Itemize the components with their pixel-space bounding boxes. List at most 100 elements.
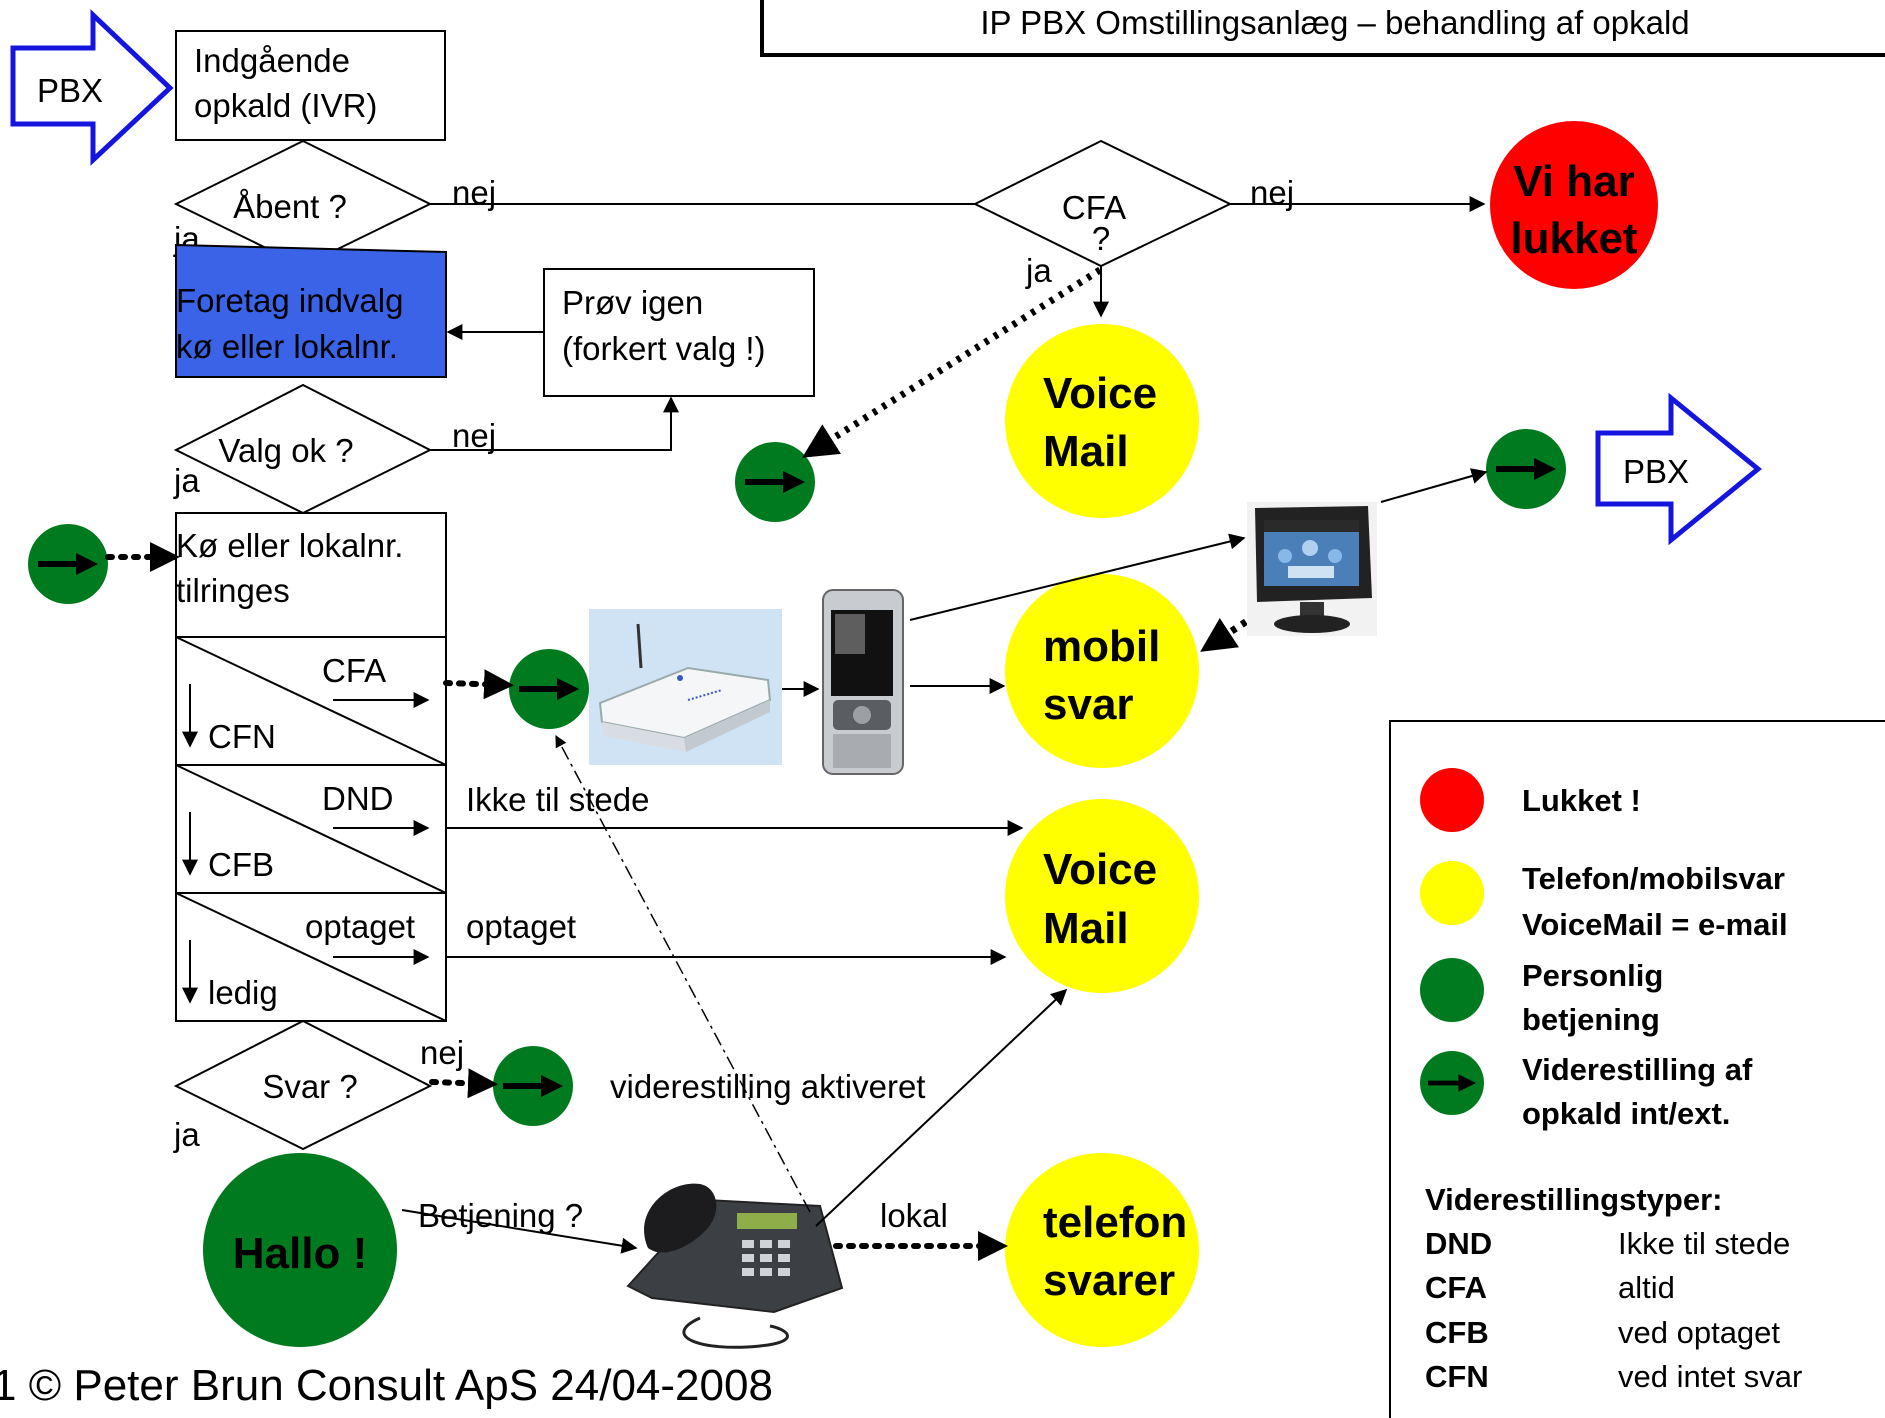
forward-icon-pbx [1486,429,1566,509]
row-cfn-label: CFN [208,718,276,755]
cfa-yes-label: ja [1025,252,1052,289]
open-no-label: nej [452,174,496,211]
service-label: Betjening ? [418,1197,583,1234]
legend-types-heading: Viderestillingstyper: [1425,1182,1722,1217]
legend-type-cfb-code: CFB [1425,1315,1489,1350]
row-dnd-label: DND [322,780,394,817]
voicemail1-line-1: Voice [1043,369,1157,418]
dotted-answer-no [429,1068,498,1099]
forward-active-label: viderestilling aktiveret [610,1068,925,1105]
answering-line-1: telefon [1043,1198,1187,1247]
mobile-answer-line-2: svar [1043,680,1134,729]
closed-line-1: Vi har [1513,157,1634,206]
answer-yes-label: ja [173,1116,200,1153]
pbx-input-arrow: PBX [10,9,174,166]
forward-icon-router [509,649,589,729]
title-box: IP PBX Omstillingsanlæg – behandling af … [760,0,1885,57]
row-cfb-label: CFB [208,846,274,883]
answer-decision [173,1019,433,1151]
cfa-no-label: nej [1250,174,1294,211]
forward-row-dnd: DND CFB [175,764,447,894]
carkit-to-pbx-arrow [1380,468,1488,503]
valid-no-label: nej [452,417,496,454]
answer-no-label: nej [420,1034,464,1071]
cfa-question-1: CFA [1062,189,1126,226]
choose-extension-box [175,243,447,378]
dotted-cfa-to-forward [443,669,514,700]
closed-circle [1490,121,1658,289]
incoming-call-box [175,30,446,141]
local-label: lokal [880,1197,948,1234]
incoming-line-2: opkald (IVR) [194,87,377,124]
mobile-answer-line-1: mobil [1043,622,1160,671]
dotted-cfa-to-forward-mid [802,267,1102,458]
voicemail-circle-1 [1005,324,1199,518]
retry-box [543,268,815,397]
router-icon [589,609,782,765]
forward-row-cfa: CFA CFN [175,636,447,766]
closed-line-2: lukket [1510,214,1638,263]
legend-forward-1: Viderestilling af [1522,1052,1753,1087]
voicemail1-line-2: Mail [1043,427,1129,476]
ring-line-1: Kø eller lokalnr. [176,527,403,564]
phone-to-voicemail-arrow [815,988,1068,1227]
pbx-out-label: PBX [1623,453,1689,490]
choose-line-2: kø eller lokalnr. [176,328,398,365]
not-present-label: Ikke til stede [466,781,649,818]
valid-question: Valg ok ? [218,432,353,469]
forward-icon-answer [493,1046,573,1126]
retry-line-2: (forkert valg !) [562,330,766,367]
retry-line-1: Prøv igen [562,284,703,321]
forward-row-busy: optaget ledig [175,892,447,1022]
answering-machine-circle [1005,1153,1199,1347]
choose-line-1: Foretag indvalg [176,282,403,319]
valid-yes-label: ja [173,462,200,499]
legend-type-dnd-desc: Ikke til stede [1618,1226,1790,1261]
voicemail-circle-2 [1005,799,1199,993]
legend-type-cfa-code: CFA [1425,1270,1487,1305]
cfa-question-2: ? [1092,220,1110,257]
forward-icon-mid [735,442,815,522]
legend-type-cfn-code: CFN [1425,1359,1489,1394]
row-free-label: ledig [208,974,278,1011]
legend-type-dnd-code: DND [1425,1226,1492,1261]
legend-yellow-dot [1420,861,1484,925]
voicemail2-line-1: Voice [1043,845,1157,894]
valid-no-to-retry-arrow [430,396,679,451]
hello-to-phone-arrow [401,1209,638,1254]
car-kit-icon [1247,502,1377,636]
row-cfa-label: CFA [322,652,386,689]
legend-answer-2: VoiceMail = e-mail [1522,907,1788,942]
legend-forward-2: opkald int/ext. [1522,1096,1730,1131]
ring-line-2: tilringes [176,572,290,609]
incoming-line-1: Indgående [194,42,350,79]
desk-phone-icon [626,1183,844,1349]
voicemail2-line-2: Mail [1043,904,1129,953]
forward-icon-left [28,524,108,604]
legend-type-cfa-desc: altid [1618,1270,1675,1305]
legend-green-dot [1420,958,1484,1022]
mobile-phone-icon [822,589,904,775]
footer-copyright: 1 © Peter Brun Consult ApS 24/04-2008 [0,1361,773,1410]
hello-label: Hallo ! [233,1229,367,1278]
mobile-to-carkit-arrow [909,533,1246,621]
legend-red-dot [1420,768,1484,832]
legend-type-cfn-desc: ved intet svar [1618,1359,1802,1394]
legend-closed: Lukket ! [1522,783,1641,818]
pbx-output-arrow: PBX [1595,392,1762,546]
row-busy-label: optaget [305,908,415,945]
pbx-in-label: PBX [37,72,103,109]
mobile-answer-circle [1005,574,1199,768]
legend-personal-1: Personlig [1522,958,1663,993]
legend-personal-2: betjening [1522,1002,1660,1037]
legend-answer-1: Telefon/mobilsvar [1522,861,1785,896]
hello-circle [203,1153,397,1347]
legend-box: Lukket ! Telefon/mobilsvar VoiceMail = e… [1389,720,1885,1418]
answer-question: Svar ? [262,1068,357,1105]
phone-forward-dashdot [555,734,811,1213]
busy-connector-label: optaget [466,908,576,945]
open-question: Åbent ? [233,188,347,225]
diagram-title: IP PBX Omstillingsanlæg – behandling af … [980,4,1689,41]
answering-line-2: svarer [1043,1256,1175,1305]
